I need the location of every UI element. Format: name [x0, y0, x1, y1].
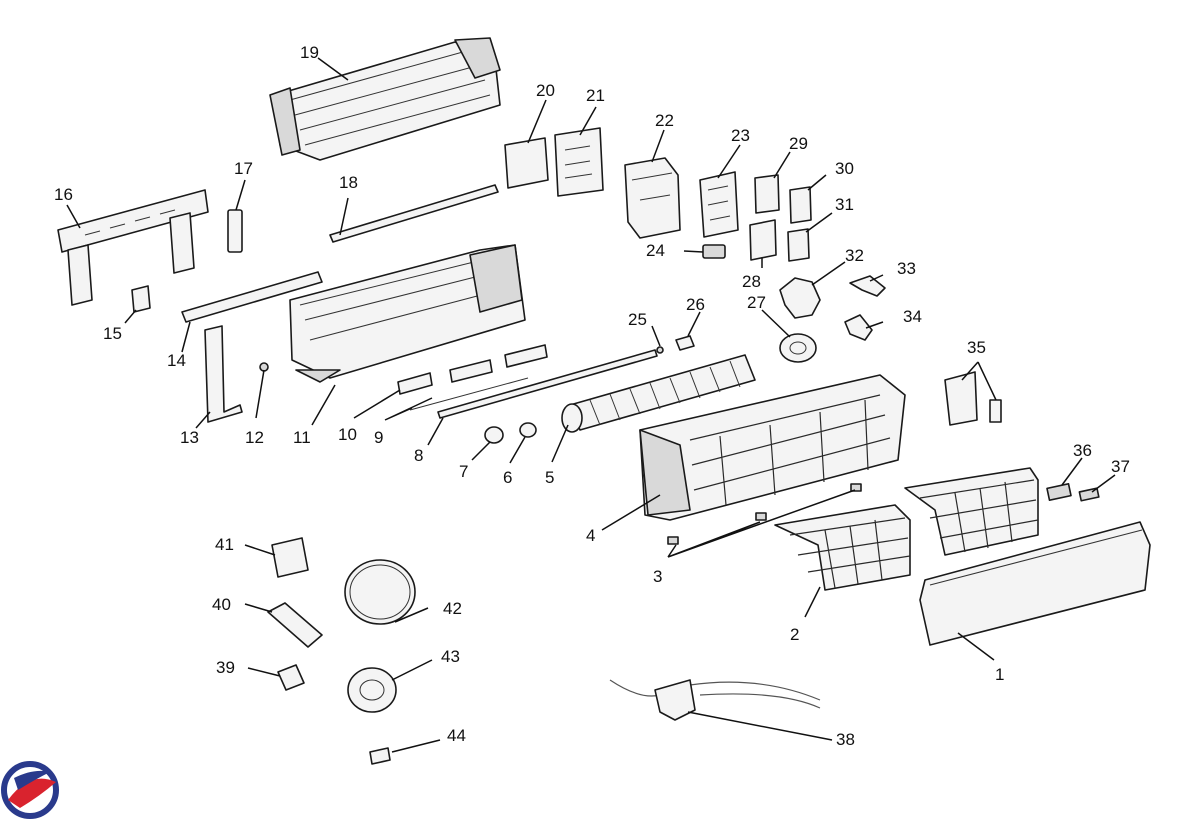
callout-42: 42 [443, 599, 462, 618]
callout-41: 41 [215, 535, 234, 554]
callout-38: 38 [836, 730, 855, 749]
callout-2: 2 [790, 625, 799, 644]
callout-3: 3 [653, 567, 662, 586]
callout-17: 17 [234, 159, 253, 178]
bearing [484, 426, 504, 444]
motor-holder [779, 277, 821, 319]
callout-13: 13 [180, 428, 199, 447]
indicator-cover [1078, 487, 1100, 502]
callout-27: 27 [747, 293, 766, 312]
callout-6: 6 [503, 468, 512, 487]
motor-bracket-lower [844, 314, 873, 341]
bearing-seat [519, 422, 537, 438]
remote-controller [267, 602, 323, 648]
callout-16: 16 [54, 185, 73, 204]
callout-39: 39 [216, 658, 235, 677]
callout-1: 1 [995, 665, 1004, 684]
callout-7: 7 [459, 462, 468, 481]
screw [259, 362, 269, 372]
air-filter-right [904, 467, 1039, 556]
louver-rod [437, 349, 658, 419]
callout-8: 8 [414, 446, 423, 465]
callout-22: 22 [655, 111, 674, 130]
callout-20: 20 [536, 81, 555, 100]
callout-43: 43 [441, 647, 460, 666]
horizontal-louvers [397, 344, 548, 395]
callout-37: 37 [1111, 457, 1130, 476]
front-cover-panel [919, 521, 1151, 646]
temperature-sensor [609, 679, 821, 721]
leader-lines [66, 57, 1116, 753]
drain-hose [344, 559, 416, 625]
wall-sleeve-cover [347, 667, 397, 713]
connecting-rod [409, 377, 529, 411]
callout-33: 33 [897, 259, 916, 278]
callout-10: 10 [338, 425, 357, 444]
callout-40: 40 [212, 595, 231, 614]
callout-31: 31 [835, 195, 854, 214]
evaporator-coil [269, 37, 501, 161]
clip-part [369, 747, 391, 765]
callout-24: 24 [646, 241, 665, 260]
drive-shaft [181, 271, 323, 323]
callout-32: 32 [845, 246, 864, 265]
callout-labels: 1 2 3 4 5 6 7 8 9 10 11 12 13 14 15 16 1… [54, 43, 1130, 749]
support-bracket [204, 325, 243, 423]
callout-18: 18 [339, 173, 358, 192]
callout-5: 5 [545, 468, 554, 487]
air-filter-left [774, 504, 911, 591]
callout-15: 15 [103, 324, 122, 343]
terminal-block [702, 244, 726, 259]
callout-34: 34 [903, 307, 922, 326]
callout-35: 35 [967, 338, 986, 357]
display-window [1046, 483, 1072, 501]
panel-clips [667, 483, 862, 545]
small-clip [656, 346, 664, 354]
cross-flow-fan [561, 354, 756, 433]
callout-26: 26 [686, 295, 705, 314]
chassis [289, 244, 526, 383]
electric-box-cover [504, 127, 604, 197]
motor-bracket-upper [849, 275, 886, 297]
display-cover [944, 371, 1002, 426]
callout-21: 21 [586, 86, 605, 105]
remote-holder [277, 664, 305, 691]
callout-30: 30 [835, 159, 854, 178]
callout-4: 4 [586, 526, 595, 545]
fan-motor [779, 333, 817, 363]
callout-9: 9 [374, 428, 383, 447]
pipe-holder [131, 285, 151, 313]
wall-mounting-plate [57, 189, 209, 306]
display-boards [749, 174, 812, 262]
callout-12: 12 [245, 428, 264, 447]
callout-25: 25 [628, 310, 647, 329]
front-panel-frame [639, 374, 906, 521]
callout-29: 29 [789, 134, 808, 153]
brand-logo [1, 761, 59, 819]
callout-28: 28 [742, 272, 761, 291]
callout-36: 36 [1073, 441, 1092, 460]
screw-bag [271, 537, 309, 578]
callout-19: 19 [300, 43, 319, 62]
callout-14: 14 [167, 351, 186, 370]
callout-23: 23 [731, 126, 750, 145]
fan-bushing [675, 335, 695, 351]
main-control-board [699, 171, 739, 238]
callout-44: 44 [447, 726, 466, 745]
callout-11: 11 [293, 428, 311, 447]
guide-rail [329, 184, 499, 243]
electric-box [624, 157, 681, 239]
pipe-bracket [227, 209, 243, 253]
